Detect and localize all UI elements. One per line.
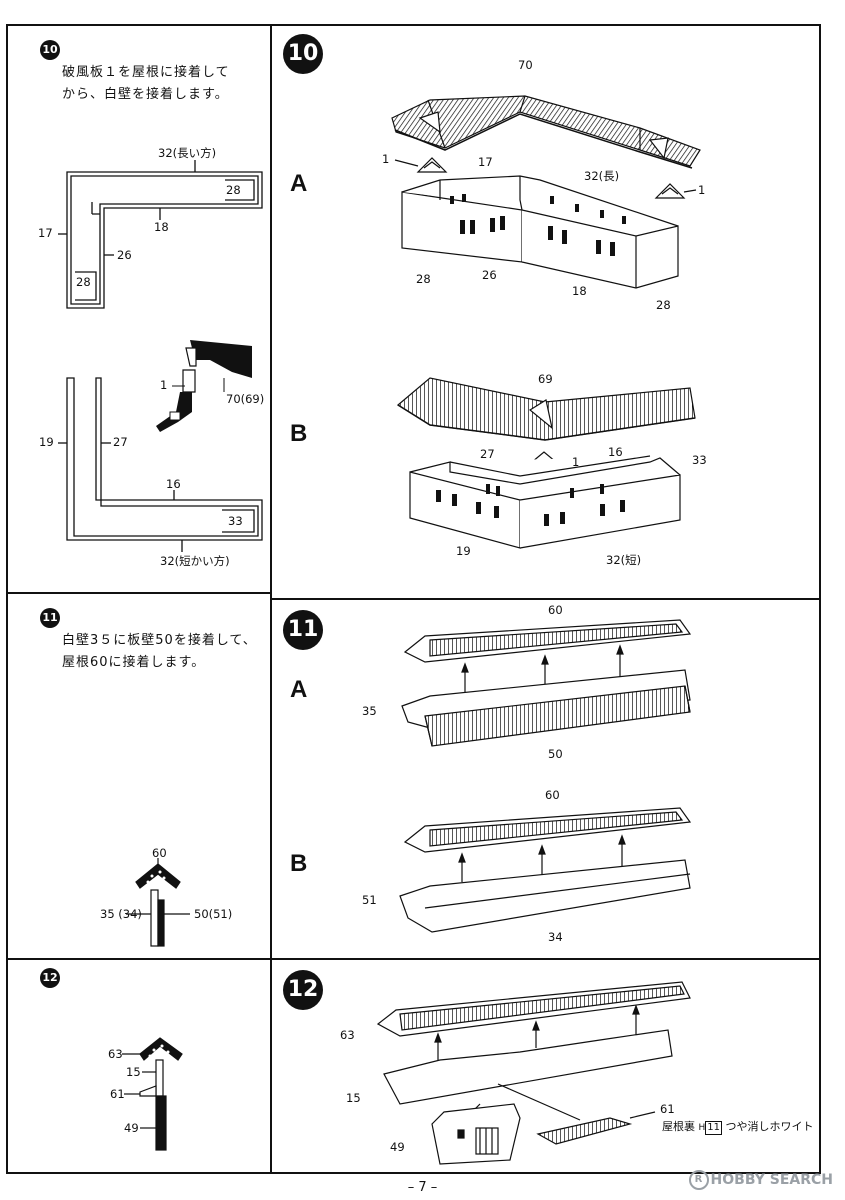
section-divider-10-11-left xyxy=(6,592,270,594)
step10-number-badge: 10 xyxy=(40,40,60,60)
step11-a-label-50: 50 xyxy=(548,747,563,761)
paint-code-number: 11 xyxy=(705,1121,723,1135)
step11-sub-a: A xyxy=(290,676,308,703)
a-label-26: 26 xyxy=(482,268,497,282)
b-label-16: 16 xyxy=(608,445,623,459)
step11-b-label-51: 51 xyxy=(362,893,377,907)
step12-section-label-61: 61 xyxy=(110,1087,125,1101)
b-label-19: 19 xyxy=(456,544,471,558)
step11-a-label-35: 35 xyxy=(362,704,377,718)
step11-b-label-60: 60 xyxy=(545,788,560,802)
section-divider-11-12-left xyxy=(6,958,270,960)
step12-section-label-63: 63 xyxy=(108,1047,123,1061)
step10-instruction: 破風板１を屋根に接着して から、白壁を接着します。 xyxy=(62,65,230,102)
step11-number-badge: 11 xyxy=(40,608,60,628)
a-label-18: 18 xyxy=(572,284,587,298)
a-label-1-right: 1 xyxy=(698,183,706,197)
detail-label-70: 70(69) xyxy=(226,392,265,406)
step10-sub-b: B xyxy=(290,420,308,447)
section-divider-10-11-right xyxy=(270,598,821,600)
b-label-33: 33 xyxy=(692,453,707,467)
a-label-28-right: 28 xyxy=(656,298,671,312)
plan-b-label-33: 33 xyxy=(228,514,243,528)
step11-a-label-60: 60 xyxy=(548,603,563,617)
step11-number-badge-large: 11 xyxy=(283,610,323,650)
a-label-28-left: 28 xyxy=(416,272,431,286)
step12-label-15: 15 xyxy=(346,1091,361,1105)
plan-a-label-28-top: 28 xyxy=(226,183,241,197)
step12-section-label-49: 49 xyxy=(124,1121,139,1135)
paint-note-prefix: 屋根裏 xyxy=(662,1120,695,1133)
step10-number-badge-large: 10 xyxy=(283,34,323,74)
b-label-1: 1 xyxy=(572,455,580,469)
plan-b-label-19: 19 xyxy=(39,435,54,449)
plan-a-label-26: 26 xyxy=(117,248,132,262)
watermark-registered-mark: R xyxy=(688,1170,709,1190)
section-divider-11-12-right xyxy=(270,958,821,960)
step11-sub-b: B xyxy=(290,850,308,877)
a-label-17: 17 xyxy=(478,155,493,169)
step10-sub-a: A xyxy=(290,170,308,197)
step11-instruction: 白壁3５に板壁50を接着して、 屋根60に接着します。 xyxy=(62,633,257,670)
b-label-69: 69 xyxy=(538,372,553,386)
plan-b-label-32: 32(短かい方) xyxy=(160,554,230,568)
plan-b-label-27: 27 xyxy=(113,435,128,449)
b-label-32: 32(短) xyxy=(606,553,642,567)
step12-label-63: 63 xyxy=(340,1028,355,1042)
plan-a-label-18: 18 xyxy=(154,220,169,234)
watermark-text: HOBBY SEARCH xyxy=(710,1172,833,1188)
paint-code-h: H xyxy=(698,1123,706,1133)
step11-section-label-50: 50(51) xyxy=(194,907,233,921)
plan-b-label-16: 16 xyxy=(166,477,181,491)
step12-label-49: 49 xyxy=(390,1140,405,1154)
step12-number-badge: 12 xyxy=(40,968,60,988)
a-label-1-left: 1 xyxy=(382,152,390,166)
step12-label-61: 61 xyxy=(660,1102,675,1116)
plan-a-label-32: 32(長い方) xyxy=(158,146,217,160)
step11-section-label-35: 35 (34) xyxy=(100,907,142,921)
step12-number-badge-large: 12 xyxy=(283,970,323,1010)
step11-b-label-34: 34 xyxy=(548,930,563,944)
a-label-70: 70 xyxy=(518,58,533,72)
step12-section-label-15: 15 xyxy=(126,1065,141,1079)
plan-a-label-17: 17 xyxy=(38,226,53,240)
b-label-27: 27 xyxy=(480,447,495,461)
plan-a-label-28-bottom: 28 xyxy=(76,275,91,289)
step11-section-label-60: 60 xyxy=(152,846,167,860)
detail-label-1: 1 xyxy=(160,378,168,392)
paint-note-suffix: つや消しホワイト xyxy=(725,1120,814,1133)
a-label-32: 32(長) xyxy=(584,169,620,183)
page-number: – 7 – xyxy=(407,1180,438,1195)
